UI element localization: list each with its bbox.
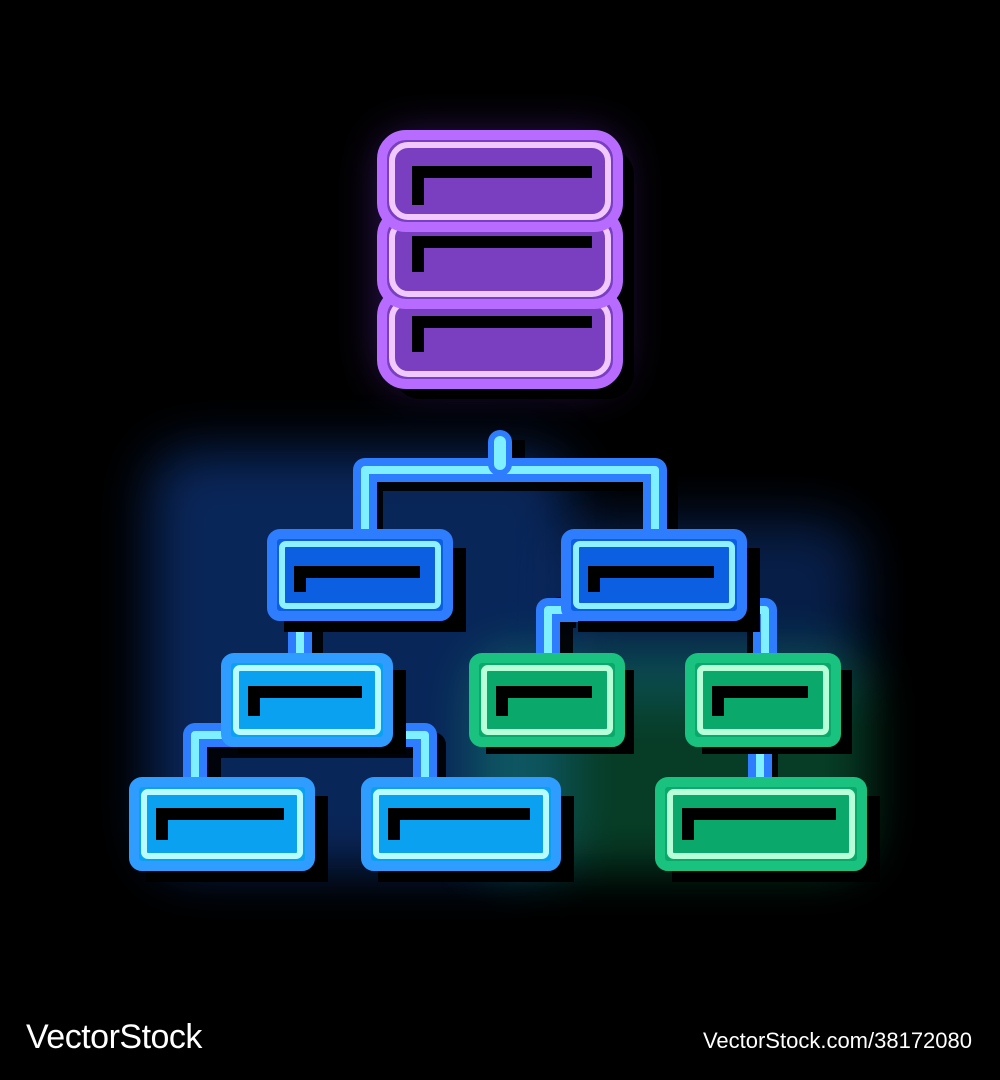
tree-node bbox=[267, 529, 466, 632]
tree-node bbox=[685, 653, 852, 754]
tree-node bbox=[361, 777, 574, 882]
neon-illustration bbox=[129, 130, 880, 882]
vectorstock-logo: VectorStock bbox=[26, 1018, 202, 1056]
database-layer bbox=[377, 130, 623, 232]
tree-node bbox=[469, 653, 634, 754]
image-id-text: VectorStock.com/38172080 bbox=[702, 1028, 972, 1053]
database-hierarchy-icon bbox=[129, 130, 880, 882]
tree-node bbox=[561, 529, 760, 632]
database-icon bbox=[377, 130, 634, 399]
tree-node bbox=[655, 777, 880, 882]
tree-nodes bbox=[129, 529, 880, 882]
tree-node bbox=[221, 653, 406, 754]
watermark-footer: VectorStock VectorStock.com/38172080 bbox=[0, 1000, 1000, 1080]
tree-node bbox=[129, 777, 328, 882]
